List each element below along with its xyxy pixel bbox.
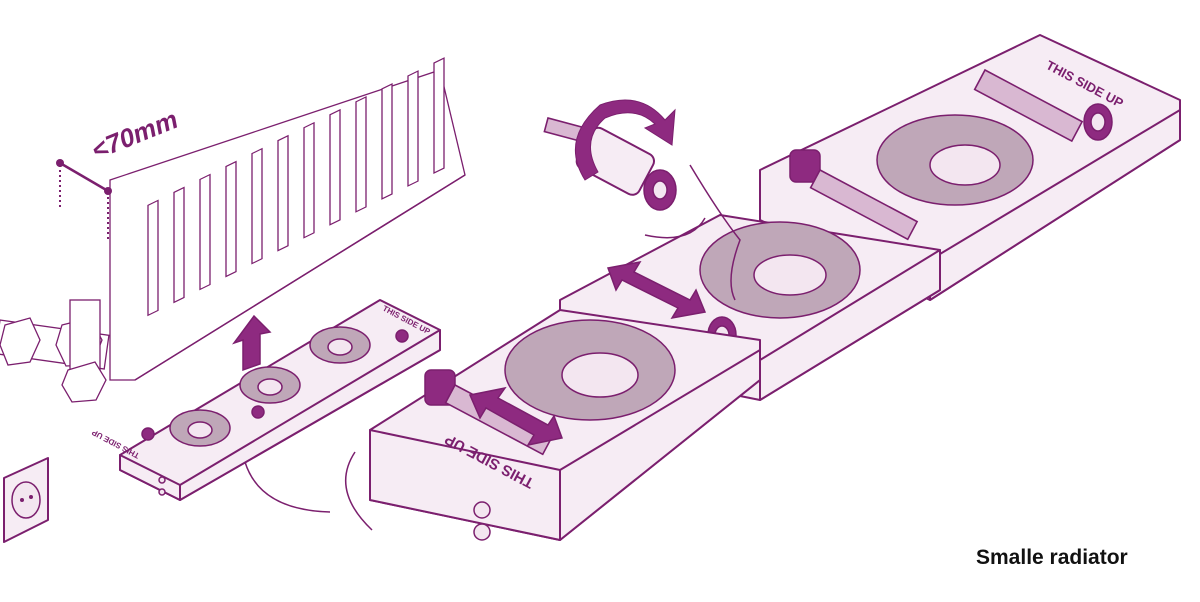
large-fan-unit: THIS SIDE UP THIS SIDE UP: [369, 34, 1181, 541]
radiator-fin: [225, 160, 237, 278]
radiator-fin: [251, 147, 263, 265]
up-arrow-icon: [231, 314, 272, 372]
radiator-fin: [303, 121, 315, 239]
wall-socket: [3, 457, 49, 543]
radiator-fin: [329, 108, 341, 226]
radiator-fin: [173, 186, 185, 304]
measurement-label: <70mm: [87, 104, 182, 166]
slide-arrow-icon: [468, 260, 707, 447]
small-this-side-up-front: THIS SIDE UP: [90, 427, 141, 460]
radiator: [109, 57, 466, 381]
radiator-fin: [147, 199, 159, 317]
caption: Smalle radiator: [976, 546, 1128, 569]
radiator-fin: [407, 70, 419, 187]
bracket-rotation-detail: [543, 99, 741, 301]
rotate-arrow-icon: [574, 99, 676, 181]
radiator-fin: [277, 134, 289, 252]
radiator-fin: [199, 173, 211, 291]
radiator-fin: [433, 57, 445, 174]
radiator-fin: [355, 95, 367, 213]
radiator-valve: [0, 299, 110, 403]
small-fan-unit: THIS SIDE UP THIS SIDE UP: [90, 299, 441, 501]
radiator-fin: [381, 83, 393, 200]
